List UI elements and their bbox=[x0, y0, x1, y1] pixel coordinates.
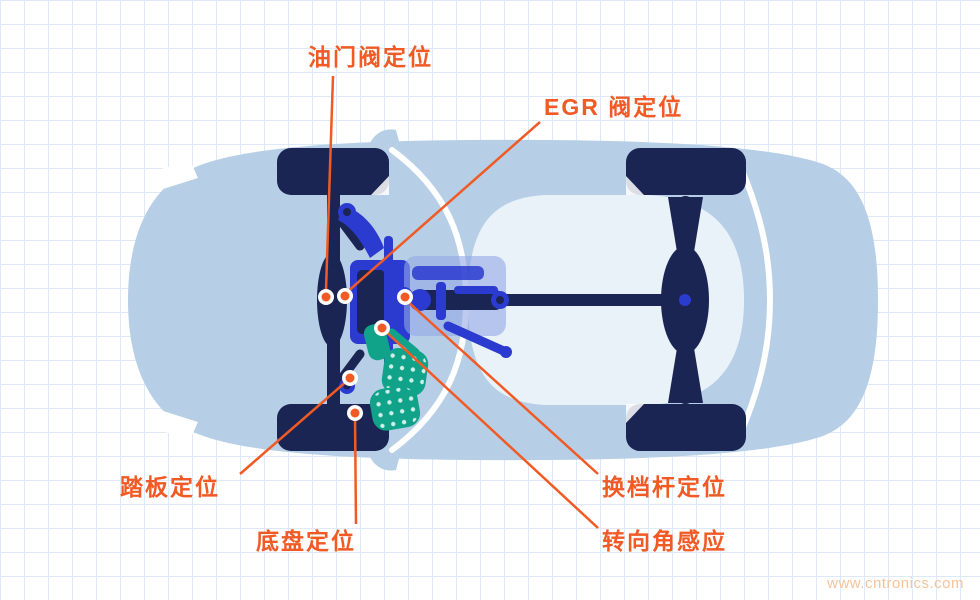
anchor-chassis bbox=[347, 405, 363, 421]
wheel-rear-bottom bbox=[626, 404, 746, 451]
wheel-front-top bbox=[277, 148, 389, 195]
callout-label-egr-valve: EGR 阀定位 bbox=[544, 94, 684, 120]
rear-window-line bbox=[739, 167, 774, 433]
line-steering-angle bbox=[383, 329, 599, 529]
anchor-dots bbox=[318, 288, 413, 421]
anchor-gear-lever bbox=[397, 289, 413, 305]
engine-transmission bbox=[338, 203, 512, 394]
rear-axle bbox=[661, 196, 709, 404]
callout-label-steering-angle: 转向角感应 bbox=[602, 528, 727, 554]
line-throttle-valve bbox=[324, 75, 335, 291]
line-gear-lever bbox=[405, 299, 599, 475]
callout-label-pedal: 踏板定位 bbox=[120, 474, 220, 500]
line-pedal bbox=[239, 379, 349, 475]
callout-label-chassis: 底盘定位 bbox=[256, 528, 356, 554]
watermark-text: www.cntronics.com bbox=[827, 575, 964, 592]
callout-label-gear-lever: 换档杆定位 bbox=[602, 474, 727, 500]
callout-lines bbox=[239, 75, 599, 529]
pedal-components bbox=[363, 323, 429, 431]
anchor-steering-angle bbox=[374, 320, 390, 336]
headlight-bottom-icon bbox=[152, 410, 198, 440]
line-egr-valve bbox=[345, 121, 541, 294]
driveshaft bbox=[491, 291, 678, 309]
line-chassis bbox=[353, 415, 358, 525]
callout-label-throttle-valve: 油门阀定位 bbox=[308, 44, 433, 70]
anchor-pedal bbox=[342, 370, 358, 386]
wheel-rear-top bbox=[626, 148, 746, 195]
anchor-throttle-valve bbox=[318, 289, 334, 305]
headlight-top-icon bbox=[152, 160, 198, 190]
anchor-egr-valve bbox=[337, 288, 353, 304]
